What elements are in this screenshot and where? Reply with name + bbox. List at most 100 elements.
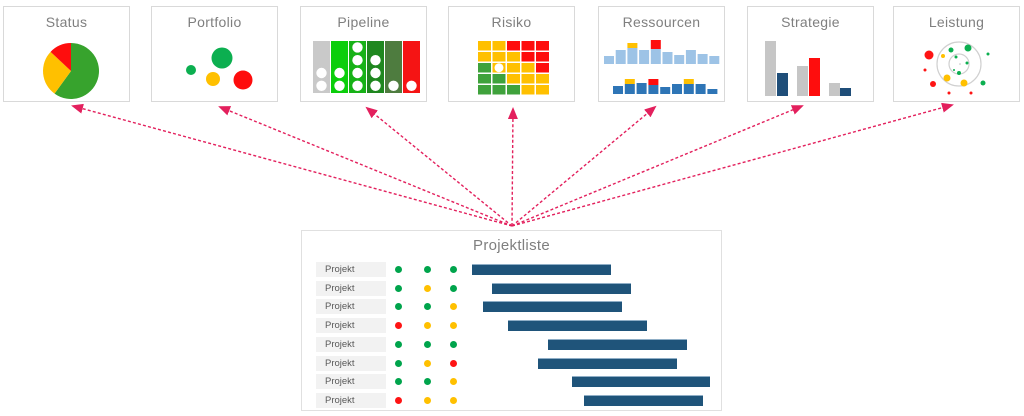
resource-bar (695, 84, 706, 94)
status-dot (394, 303, 402, 311)
status-dot (394, 322, 402, 330)
status-dot (394, 378, 402, 386)
pie-slice (42, 51, 71, 94)
performance-dot (930, 81, 936, 87)
status-dot (423, 359, 431, 367)
overload-cap (627, 43, 638, 48)
status-dot (449, 266, 457, 273)
stage-item-dot (352, 42, 363, 53)
status-dot (423, 340, 431, 348)
card-risiko: Risiko (448, 6, 575, 102)
heatmap-cell (478, 63, 491, 73)
performance-dot (943, 74, 951, 82)
strategy-bar-chart (765, 41, 851, 96)
card-title-status: Status (45, 14, 88, 30)
resource-bar (639, 50, 650, 64)
card-title-strategie: Strategie (781, 14, 840, 30)
connector-arrow (511, 105, 804, 227)
status-dot (449, 396, 457, 404)
status-dot (394, 284, 402, 292)
card-leistung: Leistung (893, 6, 1020, 102)
performance-dot (948, 47, 954, 53)
status-dot (394, 340, 402, 348)
stage-item-dot (370, 80, 381, 92)
overload-cap (650, 40, 661, 49)
heatmap-cell (478, 52, 491, 62)
strategy-bar (765, 41, 776, 96)
resource-bar (709, 56, 720, 64)
resource-bar (613, 86, 623, 94)
project-list-title: Projektliste (473, 237, 550, 254)
resource-bar (707, 89, 718, 94)
heatmap-cell (478, 74, 491, 84)
gantt-bar (572, 376, 710, 388)
funnel-stage (403, 41, 420, 93)
performance-dot (959, 63, 961, 65)
performance-dot (957, 71, 961, 75)
stage-item-dot (316, 67, 327, 79)
card-pipeline: Pipeline (300, 6, 427, 102)
status-dot (449, 322, 457, 330)
portfolio-bubble-chart (186, 47, 253, 90)
heatmap-cell (492, 52, 506, 62)
card-title-ressourcen: Ressourcen (622, 14, 701, 30)
project-row-label: Projekt (316, 392, 386, 408)
status-dot (423, 266, 431, 273)
performance-dot (965, 61, 969, 65)
card-portfolio: Portfolio (151, 6, 278, 102)
status-dot (423, 396, 431, 404)
project-row-label: Projekt (316, 262, 386, 277)
performance-dot (953, 69, 955, 71)
project-row-label: Projekt (316, 374, 386, 390)
status-dot (423, 303, 431, 311)
project-row: Projekt (302, 392, 721, 408)
heatmap-cell (536, 41, 549, 51)
project-row: Projekt (302, 318, 721, 334)
status-dot (449, 303, 457, 311)
gantt-bar (548, 338, 687, 350)
project-row-label: Projekt (316, 318, 386, 334)
resource-bar (636, 83, 647, 94)
heatmap-cell (492, 41, 506, 51)
bubble (186, 65, 196, 75)
project-row-label: Projekt (316, 299, 386, 315)
gantt-bar (538, 357, 677, 369)
stage-item-dot (388, 80, 399, 92)
performance-dot (980, 80, 986, 86)
status-dot (394, 266, 402, 273)
heatmap-cell (536, 74, 549, 84)
strategy-bar (777, 73, 788, 96)
connector-arrow (218, 106, 513, 227)
funnel-stage (385, 41, 402, 93)
card-title-portfolio: Portfolio (187, 14, 242, 30)
status-dot (394, 396, 402, 404)
project-row: Projekt (302, 336, 721, 352)
resource-bar (672, 84, 682, 94)
card-strategie: Strategie (747, 6, 874, 102)
status-dot (449, 378, 457, 386)
performance-dot (964, 44, 972, 52)
stage-item-dot (334, 67, 345, 79)
stage-item-dot (352, 55, 363, 66)
risk-heatmap-chart (478, 41, 549, 95)
bubble (211, 47, 233, 69)
resource-bar (660, 87, 671, 94)
connector-arrow (511, 105, 657, 227)
resource-bar (662, 52, 673, 64)
overload-cap (683, 79, 694, 84)
status-dot (423, 378, 431, 386)
stage-item-dot (370, 55, 381, 66)
project-row: Projekt (302, 280, 721, 296)
resource-bar (650, 49, 661, 64)
project-row: Projekt (302, 299, 721, 315)
heatmap-cell (478, 41, 491, 51)
performance-radial-chart (923, 41, 990, 95)
heatmap-cell (521, 85, 535, 95)
resources-bar-chart (604, 40, 720, 94)
funnel-stage (313, 41, 330, 93)
project-row: Projekt (302, 355, 721, 371)
overload-cap (648, 79, 659, 85)
overload-cap (624, 79, 635, 84)
